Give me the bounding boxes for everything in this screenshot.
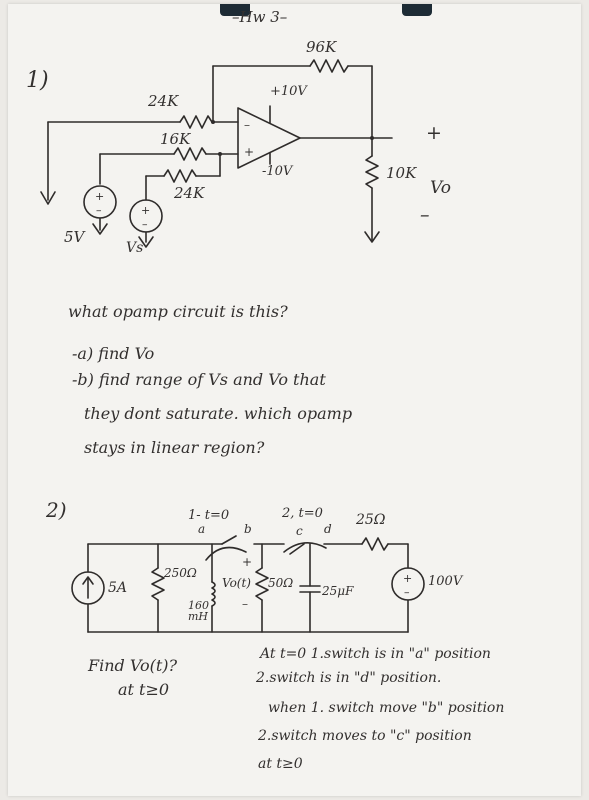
vsrc-minus: – bbox=[404, 586, 410, 599]
problem2-note-1: At t=0 1.switch is in "a" position bbox=[260, 646, 491, 662]
label-160mh: 160 mH bbox=[188, 599, 209, 623]
label-24k-top: 24K bbox=[148, 92, 179, 110]
resistor-24k-bottom bbox=[163, 169, 197, 183]
in1-ground-arrow bbox=[40, 191, 56, 205]
cs-arrow-head bbox=[82, 576, 94, 585]
label-vs: Vs bbox=[126, 240, 144, 256]
label-25ohm: 25Ω bbox=[356, 512, 386, 528]
paper-sheet: –Hw 3– 1) – + bbox=[8, 4, 581, 796]
problem2-find: Find Vo(t)? bbox=[88, 656, 178, 675]
resistor-96k bbox=[309, 59, 349, 73]
binder-clip-left bbox=[220, 4, 250, 16]
problem2-note-4: 2.switch moves to "c" position bbox=[258, 728, 472, 744]
label-5v: 5V bbox=[64, 228, 85, 246]
problem1-part-b-line1: -b) find range of Vs and Vo that bbox=[72, 370, 326, 389]
source-vs-plus: + bbox=[141, 204, 150, 217]
opamp-symbol bbox=[237, 107, 301, 169]
label-vo-t: Vo(t) bbox=[222, 576, 251, 590]
problem1-part-b-line3: stays in linear region? bbox=[84, 438, 265, 457]
label-24k-bottom: 24K bbox=[174, 184, 205, 202]
label-50ohm: 50Ω bbox=[268, 576, 294, 590]
label-switch2-d: d bbox=[324, 522, 332, 536]
header-title: –Hw 3– bbox=[232, 8, 288, 26]
label-10k: 10K bbox=[386, 164, 417, 182]
vsrc-plus: + bbox=[403, 572, 412, 585]
problem2-number: 2) bbox=[46, 498, 67, 522]
problem2-note-5: at t≥0 bbox=[258, 756, 303, 772]
problem2-find-condition: at t≥0 bbox=[118, 680, 170, 699]
resistor-25ohm bbox=[361, 537, 389, 551]
problem1-part-a: -a) find Vo bbox=[72, 344, 155, 363]
load-ground-arrow bbox=[364, 231, 380, 243]
label-switch2-c: c bbox=[296, 524, 303, 538]
label-minus-10v: -10V bbox=[262, 164, 293, 179]
label-96k: 96K bbox=[306, 38, 337, 56]
source-5v-ground bbox=[92, 223, 108, 235]
label-vo: Vo bbox=[430, 178, 451, 198]
opamp-plus-sign: + bbox=[244, 145, 254, 159]
source-vs-ground bbox=[138, 236, 154, 248]
problem1-circuit: – + + – bbox=[40, 59, 393, 248]
problem2-circuit: + – + – bbox=[71, 535, 425, 633]
problem1-number: 1) bbox=[26, 68, 49, 93]
resistor-250ohm bbox=[151, 567, 165, 601]
label-switch2: 2, t=0 bbox=[282, 506, 323, 521]
label-250ohm: 250Ω bbox=[164, 566, 197, 580]
label-plus-10v: +10V bbox=[270, 84, 307, 99]
source-5v-minus: – bbox=[96, 204, 102, 217]
label-16k: 16K bbox=[160, 130, 191, 148]
label-output-plus: + bbox=[426, 122, 442, 144]
label-switch1-a: a bbox=[198, 522, 206, 536]
problem2-note-2: 2.switch is in "d" position. bbox=[256, 670, 442, 686]
resistor-16k bbox=[173, 147, 207, 161]
source-vs-minus: – bbox=[142, 218, 148, 231]
switch2-blade bbox=[289, 543, 305, 555]
label-switch1-b: b bbox=[244, 522, 252, 536]
switch1-arc bbox=[205, 546, 247, 561]
resistor-50ohm bbox=[255, 567, 269, 601]
problem1-part-b-line2: they dont saturate. which opamp bbox=[84, 404, 353, 423]
binder-clip-right bbox=[402, 4, 432, 16]
label-5a: 5A bbox=[108, 580, 128, 596]
resistor-24k-top bbox=[179, 115, 213, 129]
opamp-minus-sign: – bbox=[244, 118, 250, 132]
vo-minus: – bbox=[242, 597, 248, 611]
inductor-coil bbox=[211, 581, 216, 607]
label-100v: 100V bbox=[428, 574, 463, 589]
label-switch1: 1- t=0 bbox=[188, 508, 230, 523]
problem1-question: what opamp circuit is this? bbox=[68, 302, 288, 321]
switch1-blade bbox=[221, 535, 237, 545]
source-5v-plus: + bbox=[95, 190, 104, 203]
switch2-arc bbox=[283, 542, 327, 553]
vo-plus: + bbox=[242, 555, 252, 569]
problem2-note-3: when 1. switch move "b" position bbox=[268, 700, 505, 716]
resistor-10k bbox=[365, 155, 379, 189]
label-25uf: 25μF bbox=[322, 584, 354, 598]
label-output-minus: – bbox=[420, 204, 430, 226]
inverting-node bbox=[211, 120, 215, 124]
